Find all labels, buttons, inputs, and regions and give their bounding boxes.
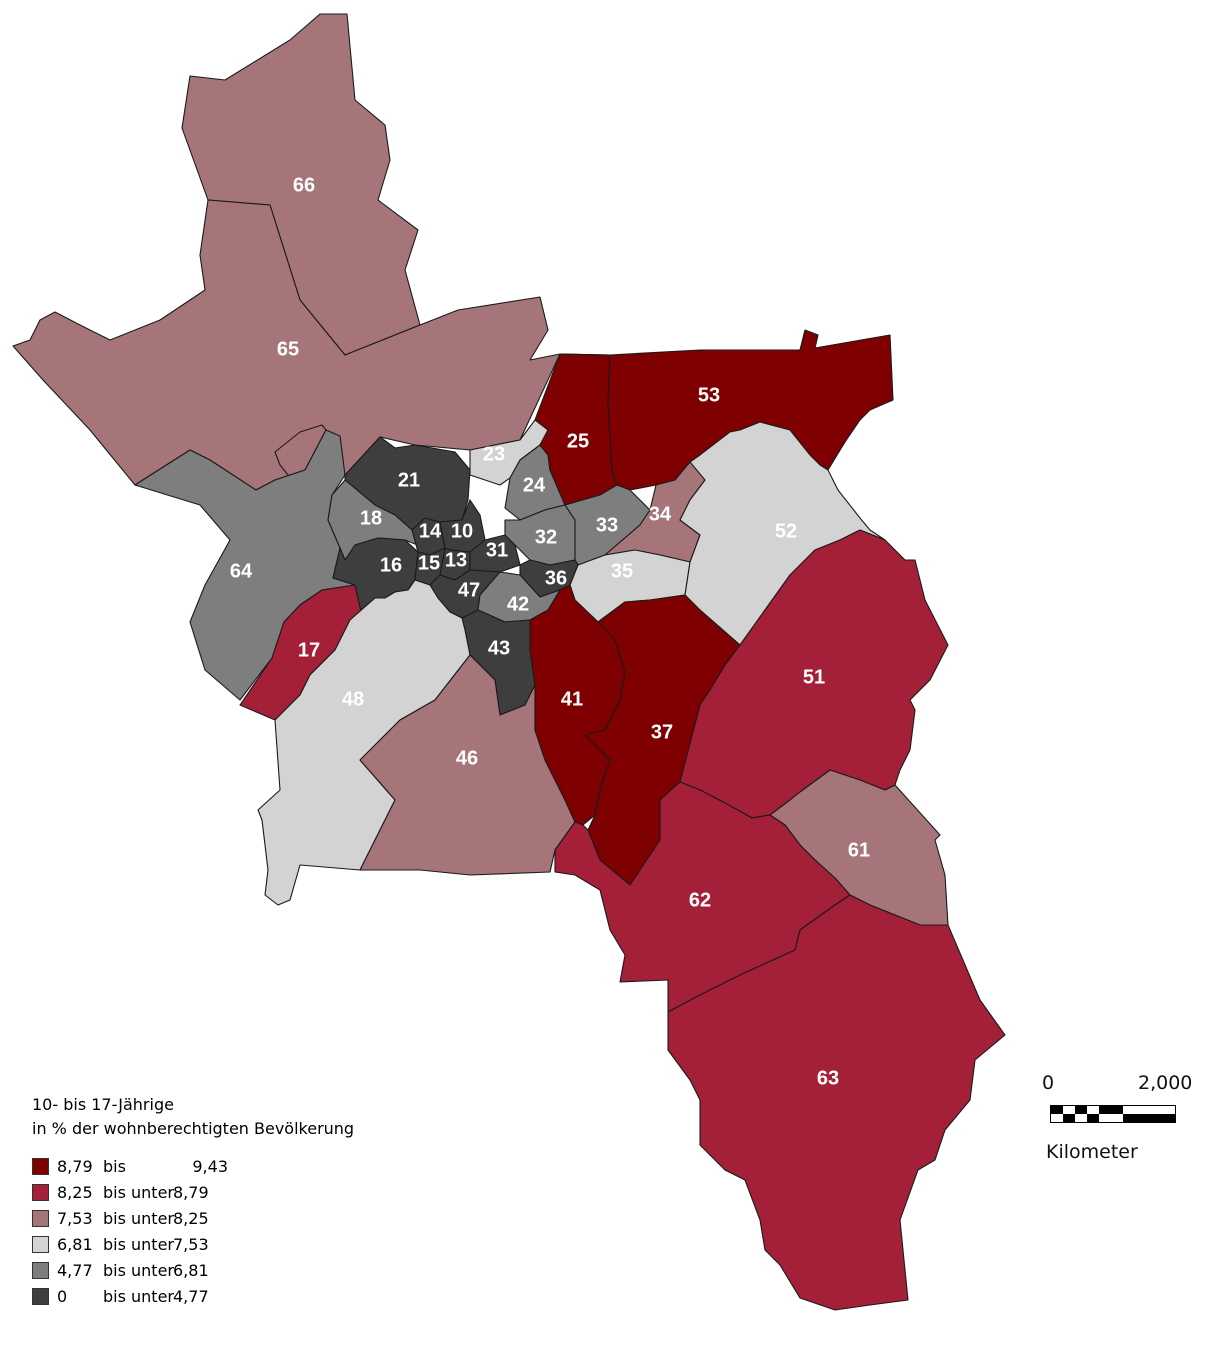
legend-to: 8,79 [173, 1182, 209, 1202]
district-label-47: 47 [458, 579, 480, 601]
legend-title-line2: in % der wohnberechtigten Bevölkerung [32, 1119, 355, 1138]
legend-to: 8,25 [173, 1208, 209, 1228]
legend-from: 4,77 [57, 1260, 93, 1280]
district-label-14: 14 [419, 520, 442, 542]
district-label-61: 61 [848, 839, 870, 861]
district-label-35: 35 [611, 560, 633, 582]
legend-class-1: 8,25 bis unter 8,79 [32, 1179, 354, 1205]
legend-class-3: 6,81 bis unter 7,53 [32, 1231, 354, 1257]
district-label-15: 15 [418, 552, 440, 574]
legend-connector: bis unter [103, 1260, 174, 1280]
district-label-33: 33 [596, 514, 618, 536]
district-65[interactable] [12, 199, 561, 491]
district-label-66: 66 [293, 174, 315, 196]
scale-unit-label: Kilometer [1046, 1141, 1138, 1163]
district-label-52: 52 [775, 520, 797, 542]
legend-connector: bis unter [103, 1234, 174, 1254]
legend-from: 8,25 [57, 1182, 93, 1202]
legend-class-0: 8,79 bis 9,43 [32, 1153, 354, 1179]
legend-connector: bis unter [103, 1182, 174, 1202]
district-label-34: 34 [649, 503, 672, 525]
district-label-43: 43 [488, 637, 510, 659]
legend-to: 7,53 [173, 1234, 209, 1254]
legend-connector: bis unter [103, 1286, 174, 1306]
district-label-48: 48 [342, 688, 364, 710]
legend-connector: bis [103, 1156, 126, 1176]
legend-from: 6,81 [57, 1234, 93, 1254]
district-label-13: 13 [445, 549, 467, 571]
legend-swatch [32, 1157, 49, 1175]
district-label-51: 51 [803, 666, 825, 688]
district-label-37: 37 [651, 721, 673, 743]
district-label-41: 41 [561, 688, 583, 710]
legend-from: 0 [57, 1286, 68, 1306]
scale-max-label: 2,000 [1138, 1072, 1193, 1094]
district-label-31: 31 [486, 539, 508, 561]
district-label-24: 24 [523, 474, 546, 496]
legend-connector: bis unter [103, 1208, 174, 1228]
district-label-18: 18 [360, 507, 382, 529]
district-label-32: 32 [535, 526, 557, 548]
legend-to: 6,81 [173, 1260, 209, 1280]
scale-zero-label: 0 [1042, 1072, 1055, 1094]
legend-class-4: 4,77 bis unter 6,81 [32, 1257, 354, 1283]
legend-from: 8,79 [57, 1156, 93, 1176]
scale-bar: 0 2,000 Kilometer [1040, 1072, 1193, 1182]
district-label-63: 63 [817, 1067, 839, 1089]
district-label-36: 36 [545, 567, 567, 589]
district-label-46: 46 [456, 747, 478, 769]
district-label-21: 21 [398, 469, 420, 491]
scale-bar-graphic [1050, 1105, 1176, 1123]
legend-class-2: 7,53 bis unter 8,25 [32, 1205, 354, 1231]
legend-class-5: 0 bis unter 4,77 [32, 1283, 354, 1309]
legend-title-line1: 10- bis 17-Jährige [32, 1095, 174, 1114]
district-63[interactable] [667, 894, 1006, 1311]
legend-swatch [32, 1287, 49, 1305]
legend-to: 9,43 [192, 1156, 228, 1176]
district-label-64: 64 [230, 560, 253, 582]
district-48[interactable] [257, 579, 471, 906]
district-label-53: 53 [698, 384, 720, 406]
legend-swatch [32, 1209, 49, 1227]
legend-swatch [32, 1235, 49, 1253]
district-label-25: 25 [567, 430, 589, 452]
district-label-17: 17 [298, 639, 320, 661]
legend-swatch [32, 1261, 49, 1279]
legend-to: 4,77 [173, 1286, 209, 1306]
district-label-16: 16 [380, 554, 402, 576]
legend-from: 7,53 [57, 1208, 93, 1228]
district-label-42: 42 [507, 593, 529, 615]
map-legend: 10- bis 17-Jährige in % der wohnberechti… [32, 1093, 354, 1309]
legend-swatch [32, 1183, 49, 1201]
district-label-65: 65 [277, 338, 299, 360]
district-label-62: 62 [689, 889, 711, 911]
district-label-23: 23 [483, 443, 505, 465]
district-label-10: 10 [451, 520, 473, 542]
